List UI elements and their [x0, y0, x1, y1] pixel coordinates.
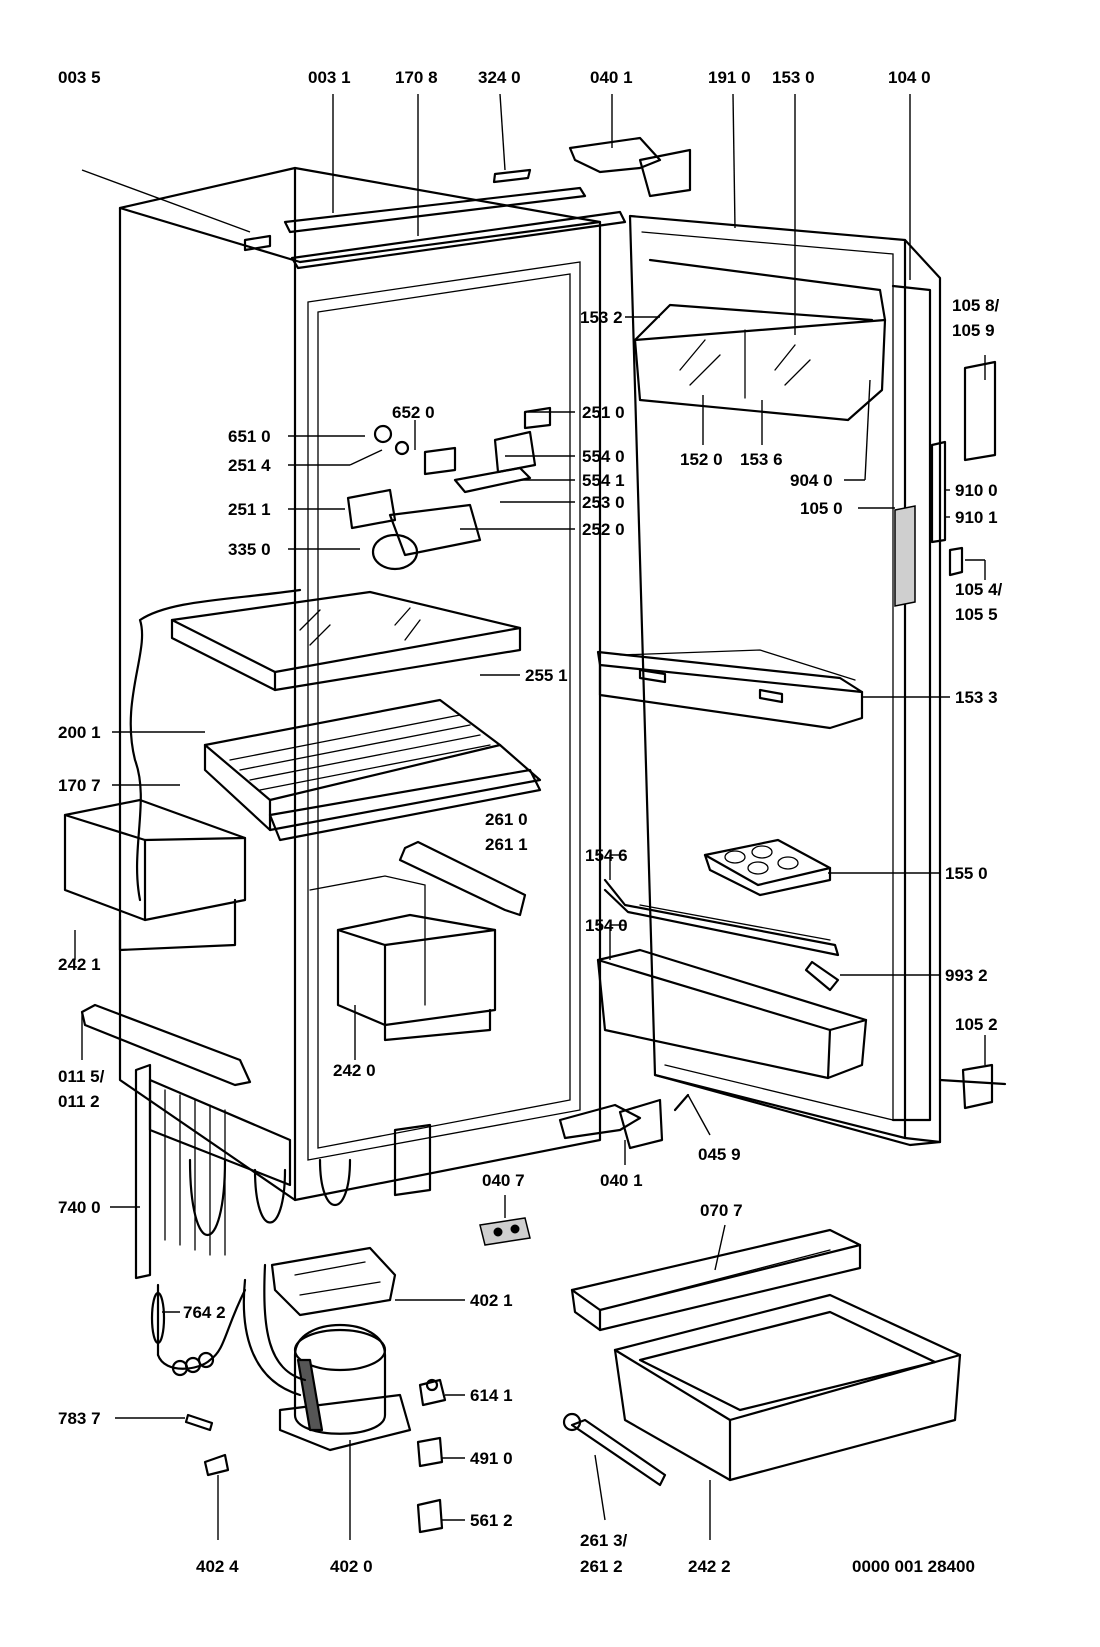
- label-1054: 105 4/: [955, 580, 1003, 599]
- label-0707: 070 7: [700, 1201, 743, 1220]
- label-9100: 910 0: [955, 481, 998, 500]
- reference-number: 0000 001 28400: [852, 1557, 975, 1576]
- door-hardware: [894, 360, 1007, 1110]
- small-parts: [184, 1093, 690, 1534]
- label-2610: 261 0: [485, 810, 528, 829]
- label-1910: 191 0: [708, 68, 751, 87]
- condenser: [134, 1063, 432, 1280]
- bottom-hinge: [558, 1098, 664, 1150]
- leader-lines: [74, 93, 986, 1540]
- label-3350: 335 0: [228, 540, 271, 559]
- label-1532: 153 2: [580, 308, 623, 327]
- label-4020: 402 0: [330, 1557, 373, 1576]
- label-2520: 252 0: [582, 520, 625, 539]
- glass-shelf: [170, 590, 522, 692]
- label-2420: 242 0: [333, 1061, 376, 1080]
- crisper-box: [309, 875, 497, 1042]
- label-2422: 242 2: [688, 1557, 731, 1576]
- rail-011: [80, 1003, 252, 1087]
- door-bottle-shelf: [596, 948, 868, 1080]
- label-6141: 614 1: [470, 1386, 513, 1405]
- label-0112: 011 2: [58, 1092, 100, 1111]
- label-1540: 154 0: [585, 916, 628, 935]
- label-2511: 251 1: [228, 500, 271, 519]
- label-4024: 402 4: [196, 1557, 239, 1576]
- top-hinge: [568, 136, 692, 198]
- label-1059: 105 9: [952, 321, 995, 340]
- label-7642: 764 2: [183, 1303, 226, 1322]
- compressor: [242, 1263, 412, 1452]
- label-4021: 402 1: [470, 1291, 513, 1310]
- label-0401-top: 040 1: [590, 68, 633, 87]
- thermostat-assembly: [346, 406, 552, 571]
- label-2510: 251 0: [582, 403, 625, 422]
- label-0031: 003 1: [308, 68, 351, 87]
- label-0115: 011 5/: [58, 1067, 105, 1086]
- label-4910: 491 0: [470, 1449, 513, 1468]
- rail-261: [398, 840, 527, 917]
- compressor-tray: [270, 1246, 397, 1317]
- bottle-retainer: [603, 878, 840, 957]
- label-1040: 104 0: [888, 68, 931, 87]
- label-2421: 242 1: [58, 955, 101, 974]
- label-2514: 251 4: [228, 456, 271, 475]
- label-1520: 152 0: [680, 450, 723, 469]
- label-1530: 153 0: [772, 68, 815, 87]
- cabinet-body: [118, 166, 602, 1202]
- label-1708: 170 8: [395, 68, 438, 87]
- egg-tray: [703, 838, 832, 897]
- label-9040: 904 0: [790, 471, 833, 490]
- label-5612: 561 2: [470, 1511, 513, 1530]
- label-6510: 651 0: [228, 427, 271, 446]
- label-0407: 040 7: [482, 1171, 525, 1190]
- label-2613: 261 3/: [580, 1531, 628, 1550]
- freezer-compartment: [203, 698, 542, 842]
- label-1707: 170 7: [58, 776, 101, 795]
- label-2530: 253 0: [582, 493, 625, 512]
- label-0459: 045 9: [698, 1145, 741, 1164]
- label-3240: 324 0: [478, 68, 521, 87]
- label-1536: 153 6: [740, 450, 783, 469]
- label-2612: 261 2: [580, 1557, 623, 1576]
- side-box: [63, 798, 247, 952]
- label-2611: 261 1: [485, 835, 528, 854]
- label-9101: 910 1: [955, 508, 998, 527]
- door-middle-shelf: [596, 649, 864, 730]
- label-1546: 154 6: [585, 846, 628, 865]
- label-0401-bottom: 040 1: [600, 1171, 643, 1190]
- label-7400: 740 0: [58, 1198, 101, 1217]
- door-top-shelf: [633, 258, 887, 422]
- label-1050: 105 0: [800, 499, 843, 518]
- label-2001: 200 1: [58, 723, 101, 742]
- label-1052: 105 2: [955, 1015, 998, 1034]
- label-7837: 783 7: [58, 1409, 101, 1428]
- label-9932: 993 2: [945, 966, 988, 985]
- base-drawer: [613, 1293, 962, 1482]
- label-1533: 153 3: [955, 688, 998, 707]
- label-1055: 105 5: [955, 605, 998, 624]
- top-rails: [243, 168, 627, 270]
- label-5540: 554 0: [582, 447, 625, 466]
- label-0035: 003 5: [58, 68, 101, 87]
- capillary-tube: [150, 1283, 247, 1377]
- label-5541: 554 1: [582, 471, 625, 490]
- label-6520: 652 0: [392, 403, 435, 422]
- labels: 003 5 003 1 170 8 324 0 040 1 191 0 153 …: [58, 68, 1003, 1576]
- label-2551: 255 1: [525, 666, 568, 685]
- label-1550: 155 0: [945, 864, 988, 883]
- door: [628, 214, 942, 1147]
- base-cover: [570, 1228, 862, 1332]
- label-1058: 105 8/: [952, 296, 1000, 315]
